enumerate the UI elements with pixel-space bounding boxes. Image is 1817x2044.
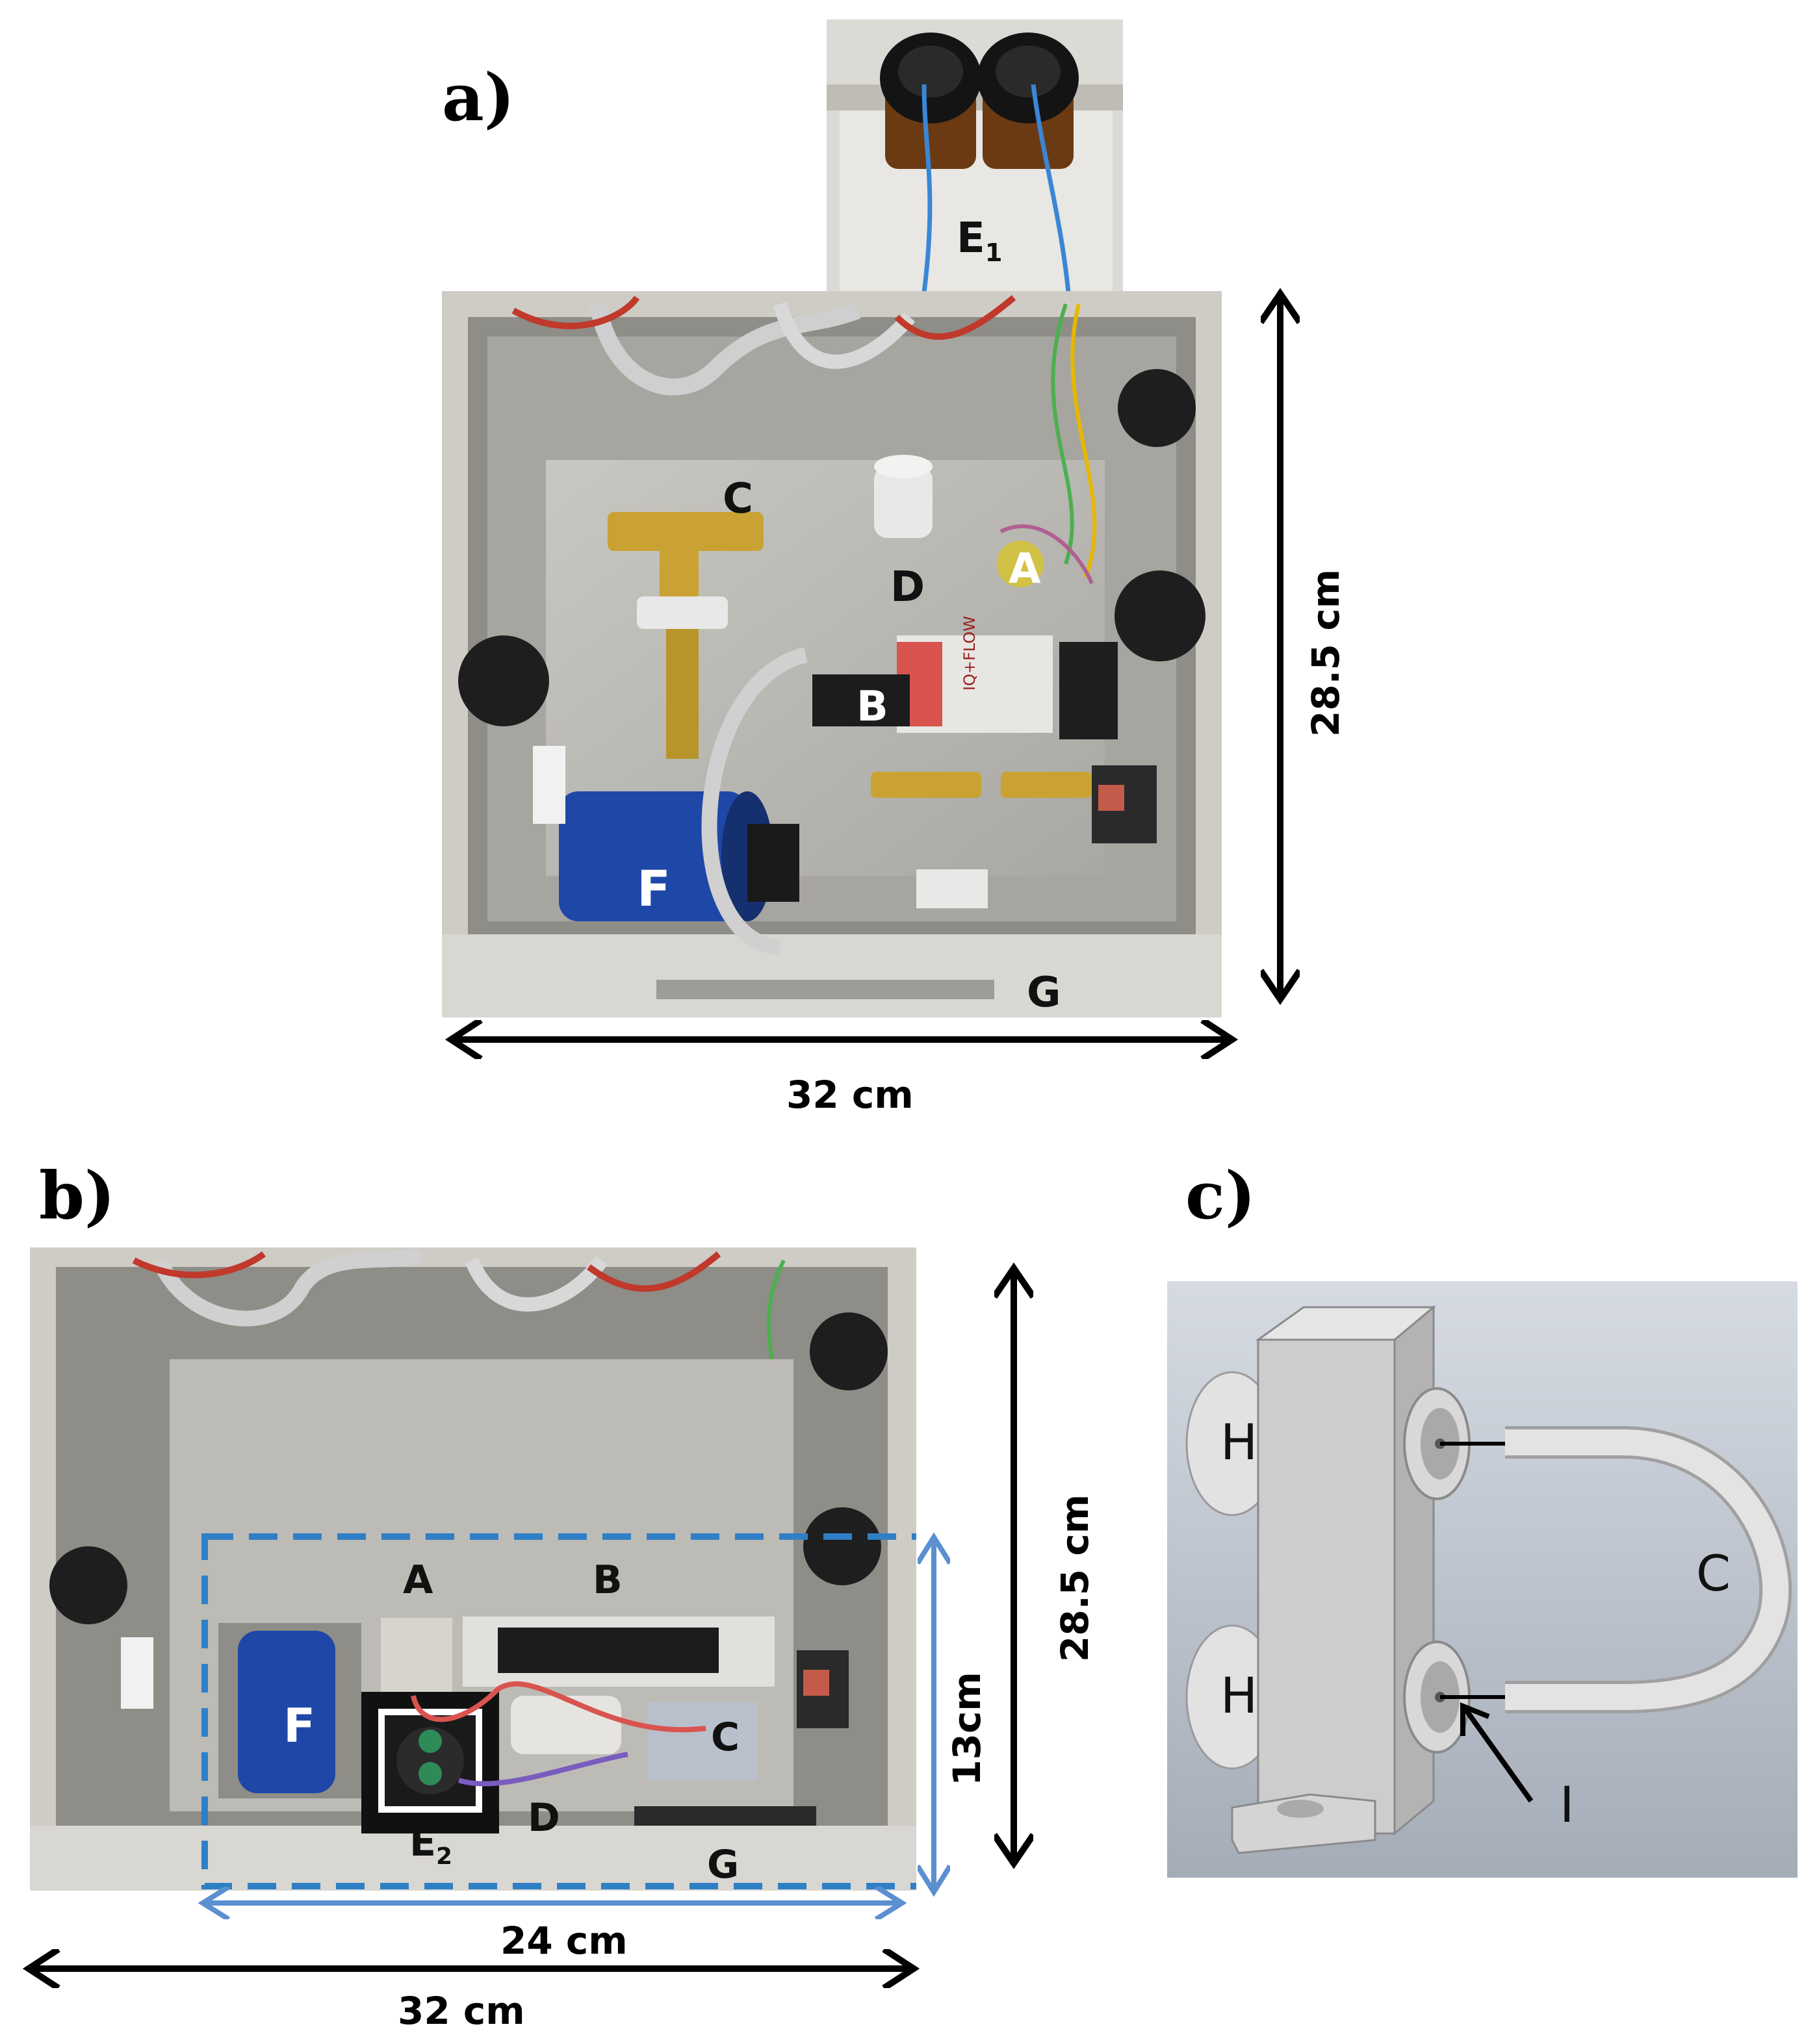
instrument-top-view-photo: IQ+FLOW C A D B F G: [442, 291, 1222, 1017]
bottles-inset-photo: E1: [827, 19, 1123, 292]
part-label-g-b: G: [707, 1842, 740, 1887]
part-label-e2: E2: [409, 1820, 453, 1870]
dashed-region-outline: [201, 1533, 916, 1889]
part-label-c-c: C: [1696, 1544, 1731, 1602]
flow-sensor-text: IQ+FLOW: [960, 616, 979, 691]
part-label-b-b: B: [593, 1557, 623, 1603]
instrument-internal-layout-photo: A B F C D E2 G: [30, 1247, 916, 1891]
part-label-e1: E1: [957, 214, 1003, 268]
part-label-b: B: [857, 683, 888, 731]
outer-height-arrow-b: [994, 1262, 1033, 1869]
part-label-f: F: [637, 860, 671, 917]
part-label-d: D: [890, 563, 925, 611]
outer-height-label-b: 28.5 cm: [1053, 1494, 1097, 1663]
height-arrow-a: [1261, 288, 1300, 1005]
part-label-c-b: C: [711, 1715, 740, 1760]
outer-width-arrow-b: [22, 1949, 920, 1988]
panel-b-label: b): [39, 1157, 116, 1234]
outer-width-label-b: 32 cm: [398, 1989, 525, 2033]
inner-width-label-b: 24 cm: [500, 1919, 628, 1963]
inner-width-arrow-b: [198, 1887, 907, 1919]
part-label-f-b: F: [283, 1698, 316, 1753]
width-arrow-a: [445, 1020, 1239, 1059]
part-label-i: I: [1560, 1776, 1575, 1833]
part-label-d-b: D: [528, 1795, 560, 1841]
part-label-h-top: H: [1220, 1413, 1258, 1471]
panel-a-label: a): [442, 59, 515, 136]
part-label-c: C: [723, 475, 753, 523]
inner-height-arrow-b: [918, 1532, 950, 1897]
height-label-a: 28.5 cm: [1304, 568, 1348, 737]
part-label-a-b: A: [403, 1557, 433, 1603]
part-label-h-bottom: H: [1220, 1667, 1258, 1724]
cell-cad-render: H H C I: [1167, 1281, 1798, 1878]
inner-height-label-b: 13cm: [945, 1672, 989, 1786]
part-label-a: A: [1009, 545, 1041, 593]
part-label-g: G: [1027, 969, 1061, 1017]
panel-c-label: c): [1185, 1157, 1256, 1234]
width-label-a: 32 cm: [786, 1073, 914, 1117]
